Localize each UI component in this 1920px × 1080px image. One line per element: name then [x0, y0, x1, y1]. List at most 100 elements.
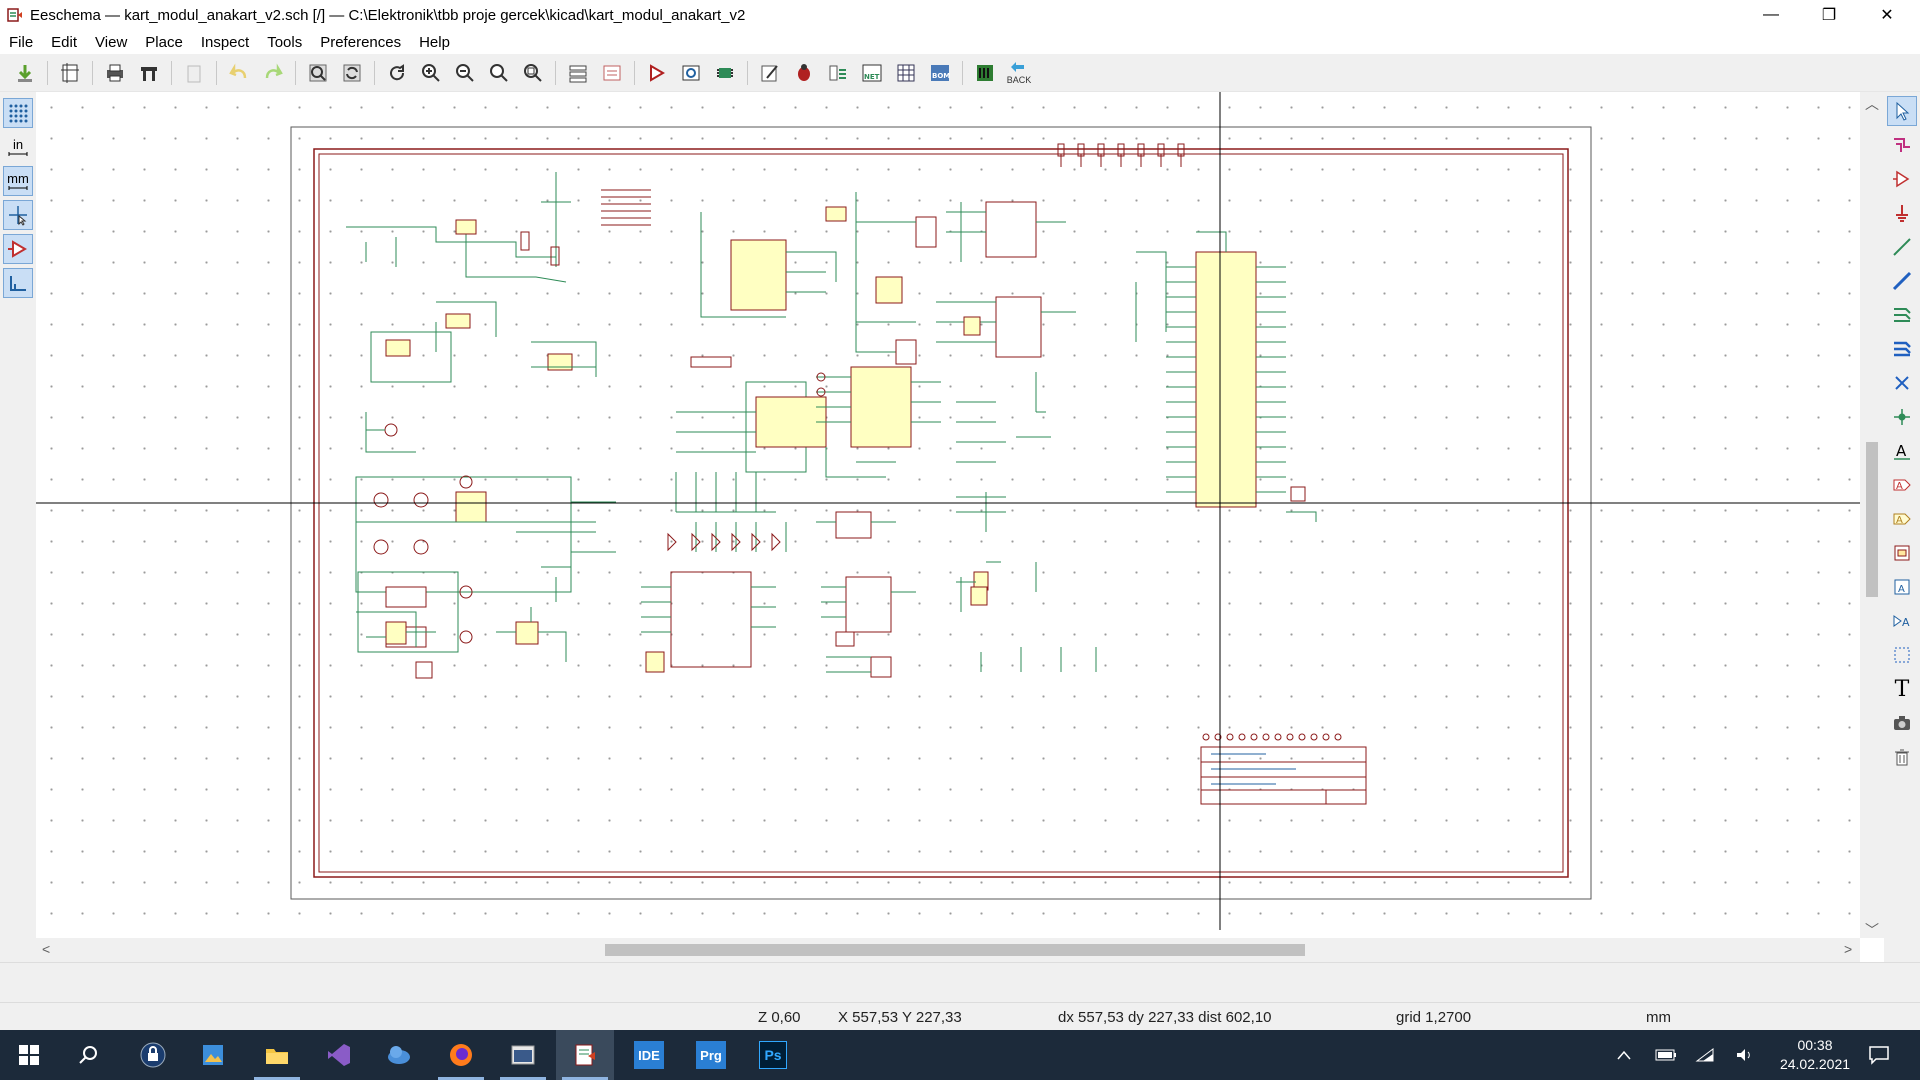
- horizontal-scroll-thumb[interactable]: [605, 944, 1305, 956]
- visual-studio-icon[interactable]: [310, 1030, 368, 1080]
- hierarchy-navigator-icon[interactable]: [563, 58, 593, 88]
- toolbar-separator: [171, 60, 172, 85]
- text-tool-glyph: T: [1894, 676, 1910, 702]
- menu-file[interactable]: File: [9, 33, 34, 51]
- photo-app-icon[interactable]: [184, 1030, 242, 1080]
- find-replace-icon[interactable]: [337, 58, 367, 88]
- taskbar-clock[interactable]: 00:38 24.02.2021: [1770, 1036, 1860, 1074]
- horizontal-scrollbar[interactable]: < >: [36, 938, 1860, 962]
- eeschema-taskbar-icon[interactable]: [556, 1030, 614, 1080]
- hierarchical-sheet-icon[interactable]: [1887, 538, 1917, 568]
- tray-overflow-icon[interactable]: [1616, 1030, 1632, 1080]
- menu-view[interactable]: View: [95, 33, 128, 51]
- zoom-out-icon[interactable]: [450, 58, 480, 88]
- no-connect-icon[interactable]: [1887, 368, 1917, 398]
- prg-app-button[interactable]: Prg: [682, 1030, 740, 1080]
- symbol-editor-icon[interactable]: [642, 58, 672, 88]
- place-power-icon[interactable]: [1887, 198, 1917, 228]
- menu-preferences[interactable]: Preferences: [320, 33, 402, 51]
- battery-icon[interactable]: [1655, 1030, 1677, 1080]
- wire-to-bus-entry-icon[interactable]: [1887, 300, 1917, 330]
- zoom-fit-icon[interactable]: [484, 58, 514, 88]
- vpn-lock-icon[interactable]: [124, 1030, 182, 1080]
- terminal-app-icon[interactable]: [494, 1030, 552, 1080]
- wire-angle-icon[interactable]: [3, 268, 33, 298]
- find-icon[interactable]: [303, 58, 333, 88]
- scroll-right-icon[interactable]: >: [1844, 941, 1853, 957]
- photoshop-app-button[interactable]: Ps: [744, 1030, 802, 1080]
- restore-button[interactable]: ❐: [1821, 7, 1837, 24]
- pcbnew-icon[interactable]: [970, 58, 1000, 88]
- bom-table-icon[interactable]: [891, 58, 921, 88]
- cursor-shape-icon[interactable]: [3, 200, 33, 230]
- file-explorer-icon[interactable]: [248, 1030, 306, 1080]
- sheet-border: [313, 148, 1569, 878]
- back-annotate-button[interactable]: BACK: [1004, 58, 1034, 88]
- hierarchical-label-icon[interactable]: A: [1887, 504, 1917, 534]
- menu-help[interactable]: Help: [419, 33, 450, 51]
- status-delta: dx 557,53 dy 227,33 dist 602,10: [1058, 1009, 1272, 1026]
- print-icon[interactable]: [100, 58, 130, 88]
- bus-to-bus-entry-icon[interactable]: [1887, 334, 1917, 364]
- message-panel: [0, 962, 1920, 1002]
- save-icon[interactable]: [10, 58, 40, 88]
- menu-inspect[interactable]: Inspect: [200, 33, 250, 51]
- erc-icon[interactable]: [789, 58, 819, 88]
- sheet-pin-icon[interactable]: A: [1887, 606, 1917, 636]
- image-camera-icon[interactable]: [1887, 708, 1917, 738]
- junction-icon[interactable]: [1887, 402, 1917, 432]
- units-mm-button[interactable]: mm: [3, 166, 33, 196]
- minimize-button[interactable]: —: [1763, 6, 1779, 23]
- menu-place[interactable]: Place: [145, 33, 183, 51]
- hidden-pins-icon[interactable]: [3, 234, 33, 264]
- place-symbol-icon[interactable]: [1887, 164, 1917, 194]
- vertical-scrollbar[interactable]: ︿ ﹀: [1860, 92, 1884, 938]
- footprint-editor-icon[interactable]: [710, 58, 740, 88]
- scroll-up-icon[interactable]: ︿: [1865, 96, 1879, 112]
- vertical-scroll-thumb[interactable]: [1866, 442, 1878, 597]
- firefox-icon[interactable]: [432, 1030, 490, 1080]
- right-toolbar: A A A A A T: [1884, 92, 1920, 962]
- cloud-app-icon[interactable]: [370, 1030, 428, 1080]
- undo-icon[interactable]: [224, 58, 254, 88]
- graphic-lines-icon[interactable]: [1887, 640, 1917, 670]
- notifications-icon[interactable]: [1868, 1030, 1890, 1080]
- search-icon[interactable]: [60, 1030, 118, 1080]
- photoshop-app-label: Ps: [759, 1041, 787, 1069]
- scroll-left-icon[interactable]: <: [42, 941, 51, 957]
- refresh-icon[interactable]: [382, 58, 412, 88]
- bom-icon[interactable]: BOM: [925, 58, 955, 88]
- paste-icon[interactable]: [179, 58, 209, 88]
- delete-trash-icon[interactable]: [1887, 742, 1917, 772]
- import-sheet-pin-icon[interactable]: A: [1887, 572, 1917, 602]
- text-tool-button[interactable]: T: [1887, 674, 1917, 704]
- schematic-canvas[interactable]: [36, 92, 1860, 930]
- zoom-selection-icon[interactable]: [518, 58, 548, 88]
- toolbar-separator: [295, 60, 296, 85]
- zoom-in-icon[interactable]: [416, 58, 446, 88]
- close-button[interactable]: ✕: [1880, 7, 1894, 24]
- units-inches-button[interactable]: in: [3, 132, 33, 162]
- draw-bus-icon[interactable]: [1887, 266, 1917, 296]
- draw-wire-icon[interactable]: [1887, 232, 1917, 262]
- global-label-icon[interactable]: A: [1887, 470, 1917, 500]
- volume-icon[interactable]: [1735, 1030, 1755, 1080]
- ide-app-button[interactable]: IDE: [620, 1030, 678, 1080]
- start-windows-icon[interactable]: [0, 1030, 58, 1080]
- grid-toggle-icon[interactable]: [3, 98, 33, 128]
- menu-tools[interactable]: Tools: [267, 33, 303, 51]
- plot-icon[interactable]: [134, 58, 164, 88]
- redo-icon[interactable]: [258, 58, 288, 88]
- wifi-icon[interactable]: [1695, 1030, 1715, 1080]
- scroll-down-icon[interactable]: ﹀: [1865, 922, 1879, 938]
- leave-sheet-icon[interactable]: [597, 58, 627, 88]
- page-settings-icon[interactable]: [55, 58, 85, 88]
- highlight-net-icon[interactable]: [1887, 130, 1917, 160]
- select-arrow-icon[interactable]: [1887, 96, 1917, 126]
- assign-footprints-icon[interactable]: [823, 58, 853, 88]
- net-label-button[interactable]: A: [1887, 436, 1917, 466]
- symbol-browser-icon[interactable]: [676, 58, 706, 88]
- annotate-icon[interactable]: [755, 58, 785, 88]
- netlist-icon[interactable]: NET: [857, 58, 887, 88]
- menu-edit[interactable]: Edit: [51, 33, 78, 51]
